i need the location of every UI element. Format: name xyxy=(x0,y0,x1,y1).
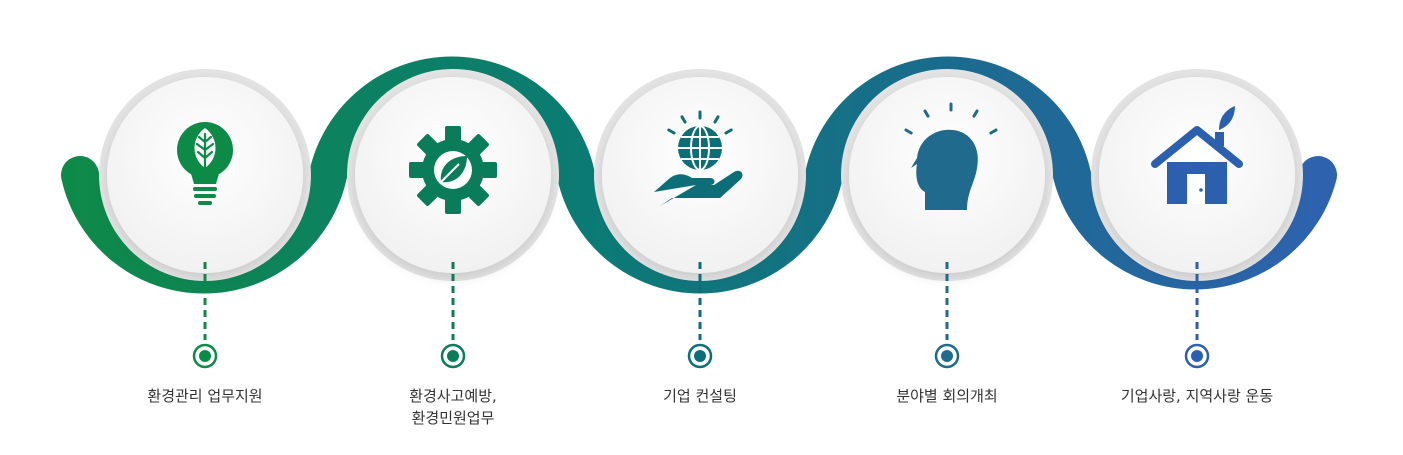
step-label: 환경사고예방, 환경민원업무 xyxy=(409,387,497,427)
house-sprout-icon xyxy=(1151,106,1243,204)
step-marker-dot xyxy=(694,350,706,362)
step-node xyxy=(99,69,311,369)
step-marker-dot xyxy=(1191,350,1203,362)
step-marker-dot xyxy=(941,350,953,362)
step-node xyxy=(594,69,806,369)
step-node xyxy=(347,69,559,369)
gear-leaf-icon xyxy=(409,126,497,214)
step-marker-dot xyxy=(199,350,211,362)
step-node xyxy=(841,69,1053,369)
step-label: 기업 컨설팅 xyxy=(663,387,737,405)
step-node xyxy=(1091,69,1303,369)
head-idea-icon xyxy=(904,102,998,210)
step-label: 환경관리 업무지원 xyxy=(147,387,263,405)
globe-hand-icon xyxy=(654,110,743,206)
step-marker-dot xyxy=(447,350,459,362)
step-label: 기업사랑, 지역사랑 운동 xyxy=(1120,387,1274,405)
lightbulb-leaf-icon xyxy=(177,122,233,205)
step-circle xyxy=(602,77,798,273)
step-label: 분야별 회의개최 xyxy=(896,387,998,405)
